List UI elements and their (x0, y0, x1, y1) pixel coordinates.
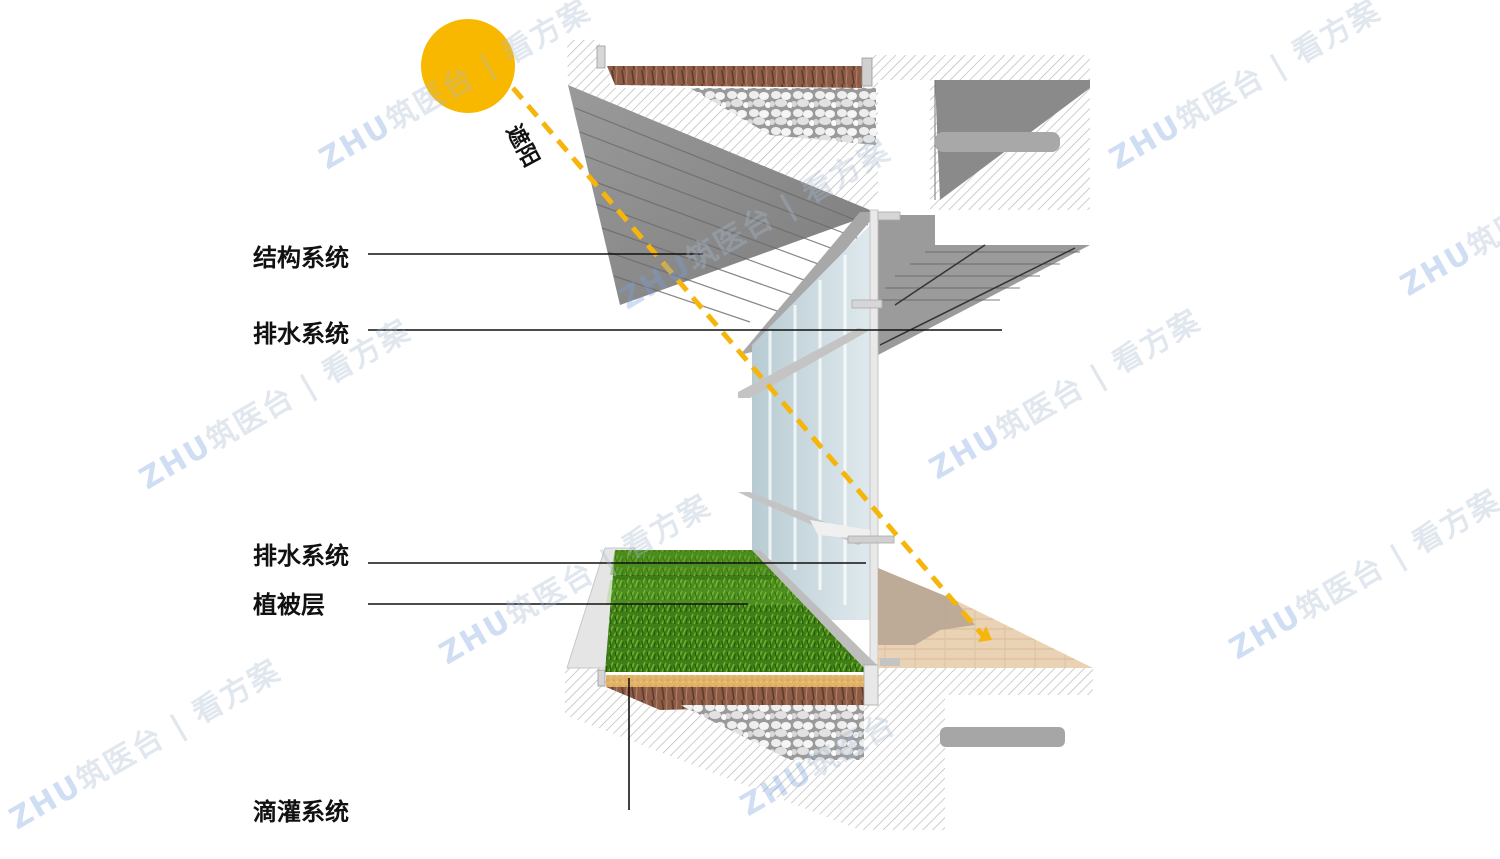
soil-layer-top (607, 66, 862, 88)
upper-slab (567, 40, 1090, 355)
pipe-upper (935, 132, 1060, 152)
vegetation-layer (605, 550, 868, 672)
label-vegetation-layer: 植被层 (253, 591, 325, 619)
drip-irrigation-layer (606, 675, 864, 687)
leader-lines (368, 253, 1002, 810)
interior-ceiling (878, 215, 1090, 355)
sunshade-fin-upper (738, 328, 870, 398)
arrowhead-icon (978, 626, 992, 642)
label-drainage-system-top: 排水系统 (253, 320, 349, 348)
glass-curtain-wall (738, 209, 901, 671)
sun-group (421, 19, 992, 642)
sun-ray-arrow (511, 86, 987, 640)
gravel-layer-top (690, 88, 876, 145)
lower-slab (565, 547, 1093, 830)
gravel-layer-bottom (680, 705, 864, 760)
sun-icon (421, 19, 515, 113)
label-drainage-system-bottom: 排水系统 (253, 542, 349, 570)
label-structure-system: 结构系统 (253, 244, 349, 272)
soil-layer-bottom (606, 687, 864, 710)
pipe-lower (940, 727, 1065, 747)
structure-soffit (568, 85, 870, 305)
label-drip-irrigation-system: 滴灌系统 (253, 798, 349, 826)
